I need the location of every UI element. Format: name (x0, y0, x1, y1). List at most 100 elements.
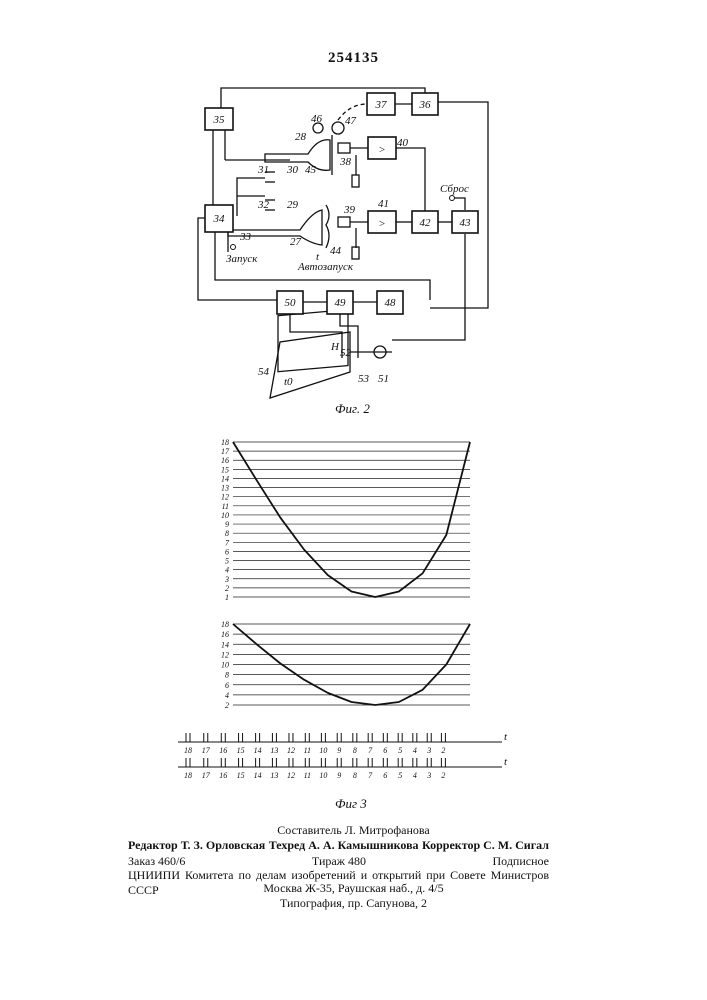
pulse-label: 15 (237, 746, 245, 755)
y-tick-label: 15 (221, 465, 229, 474)
y-tick-label: 4 (225, 691, 229, 700)
y-tick-label: 8 (225, 529, 229, 538)
block-48: 48 (377, 291, 403, 314)
y-tick-label: 16 (221, 630, 229, 639)
pulse-label: 7 (368, 771, 373, 780)
pulse-label: 9 (337, 771, 341, 780)
label-53: 53 (358, 373, 370, 385)
y-tick-label: 10 (221, 661, 229, 670)
y-tick-label: 17 (221, 447, 230, 456)
pulse-axis-label: t (504, 756, 508, 768)
pulse-label: 14 (254, 746, 262, 755)
y-tick-label: 18 (221, 438, 229, 447)
lower-coil (326, 205, 329, 248)
wire-40-42 (396, 148, 425, 215)
label-autostart: Автозапуск (297, 261, 354, 273)
order: Заказ 460/6 (128, 854, 185, 869)
svg-text:49: 49 (335, 297, 347, 309)
block-35: 35 (205, 108, 233, 130)
label-28: 28 (295, 131, 307, 143)
circulation: Тираж 480 (312, 854, 366, 869)
label-51: 51 (378, 373, 389, 385)
svg-text:37: 37 (375, 99, 388, 111)
pulse-label: 2 (441, 746, 445, 755)
pulse-label: 11 (304, 746, 311, 755)
curve-line (233, 442, 470, 597)
pulse-label: 11 (304, 771, 311, 780)
pulse-label: 10 (319, 746, 327, 755)
pulse-label: 5 (398, 771, 402, 780)
label-31: 31 (257, 164, 269, 176)
label-45: 45 (305, 164, 317, 176)
pulse-label: 10 (319, 771, 327, 780)
fig2-diagram: 35 37 36 34 42 43 50 49 48 > > 46 47 28 … (0, 0, 707, 420)
label-27: 27 (290, 236, 302, 248)
y-tick-label: 14 (221, 474, 229, 483)
resistor-39 (352, 247, 359, 259)
pulse-label: 2 (441, 771, 445, 780)
y-tick-label: 18 (221, 620, 229, 629)
label-44: 44 (330, 245, 342, 257)
editors-row: Редактор Т. З. Орловская Техред А. А. Ка… (128, 838, 549, 853)
pulse-label: 13 (270, 746, 278, 755)
label-reset: Сброс (440, 183, 469, 195)
pulse-label: 3 (426, 771, 431, 780)
y-tick-label: 9 (225, 520, 229, 529)
y-tick-label: 5 (225, 557, 229, 566)
label-32: 32 (257, 199, 270, 211)
pulse-label: 7 (368, 746, 373, 755)
pulse-label: 9 (337, 746, 341, 755)
pulse-label: 13 (270, 771, 278, 780)
label-46: 46 (311, 113, 323, 125)
y-tick-label: 10 (221, 511, 229, 520)
y-tick-label: 6 (225, 547, 229, 556)
label-H: H (330, 341, 340, 353)
reset-terminal (450, 196, 455, 201)
label-39: 39 (343, 204, 356, 216)
label-t0: t0 (284, 376, 293, 388)
fig2-blocks: 35 37 36 34 42 43 50 49 48 > > (205, 93, 478, 314)
block-34: 34 (205, 205, 233, 232)
svg-text:42: 42 (420, 217, 432, 229)
block-43: 43 (452, 211, 478, 233)
label-30: 30 (286, 164, 299, 176)
block-50: 50 (277, 291, 303, 314)
svg-text:>: > (378, 144, 385, 156)
y-tick-label: 12 (221, 493, 229, 502)
pulse-label: 8 (353, 746, 357, 755)
y-tick-label: 6 (225, 681, 229, 690)
svg-text:43: 43 (460, 217, 472, 229)
fig3-figure: 123456789101112131415161718 246810121416… (0, 430, 707, 820)
fig3-caption: Фиг 3 (335, 796, 367, 811)
label-41: 41 (378, 198, 389, 210)
label-start: Запуск (226, 253, 258, 265)
pulse-label: 6 (383, 771, 387, 780)
y-tick-label: 12 (221, 650, 229, 659)
svg-text:36: 36 (419, 99, 432, 111)
pulse-label: 4 (413, 771, 417, 780)
y-tick-label: 4 (225, 566, 229, 575)
y-tick-label: 3 (224, 575, 229, 584)
fig2-caption: Фиг. 2 (335, 401, 370, 416)
svg-text:48: 48 (385, 297, 397, 309)
pulse-label: 15 (237, 771, 245, 780)
block-49: 49 (327, 291, 353, 314)
y-tick-label: 13 (221, 484, 229, 493)
printer: Типография, пр. Сапунова, 2 (0, 896, 707, 911)
pulse-label: 18 (184, 746, 192, 755)
subscription: Подписное (493, 854, 550, 869)
pulse-label: 8 (353, 771, 357, 780)
amplifier-41: > (368, 211, 396, 233)
label-52: 52 (340, 347, 352, 359)
fig3-pulse-trains: 18171615141312111098765432t1817161514131… (178, 731, 508, 780)
pulse-label: 4 (413, 746, 417, 755)
element-39 (338, 217, 350, 227)
fig3-lower-chart: 24681012141618 (221, 620, 470, 710)
svg-text:35: 35 (213, 114, 226, 126)
techeditor: Техред А. А. Камышникова (269, 838, 419, 853)
y-tick-label: 2 (225, 584, 229, 593)
compiler-line: Составитель Л. Митрофанова (0, 823, 707, 838)
pulse-label: 12 (287, 746, 295, 755)
block-36: 36 (412, 93, 438, 115)
y-tick-label: 11 (222, 502, 229, 511)
